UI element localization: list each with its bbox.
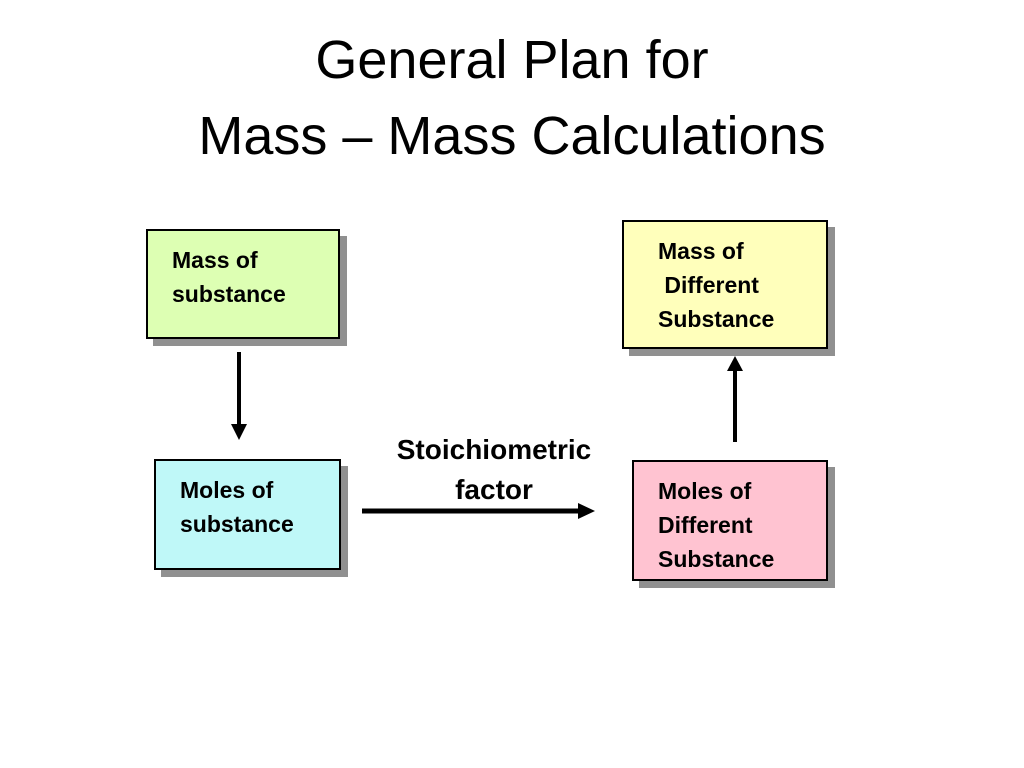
box-text-line: Different: [658, 512, 753, 538]
factor-label-line-2: factor: [455, 474, 533, 505]
arrow-moles-to-moles: [362, 503, 595, 519]
stoichiometric-factor-label: Stoichiometric factor: [364, 430, 624, 510]
moles-of-different-substance-box: Moles of Different Substance: [632, 460, 828, 581]
slide-title: General Plan for Mass – Mass Calculation…: [0, 22, 1024, 174]
box-text-line: Substance: [658, 306, 775, 332]
box-text-line: Mass of: [658, 238, 744, 264]
mass-of-different-substance-box: Mass of Different Substance: [622, 220, 828, 349]
box-text-line: Mass of: [172, 247, 258, 273]
box-text-line: Substance: [658, 546, 775, 572]
box-text-line: substance: [172, 281, 286, 307]
arrow-moles-to-mass: [727, 356, 743, 442]
title-line-2: Mass – Mass Calculations: [198, 106, 826, 166]
box-text-line: Moles of: [180, 477, 274, 503]
title-line-1: General Plan for: [315, 30, 709, 90]
mass-of-substance-box: Mass of substance: [146, 229, 340, 339]
box-text-line: Moles of: [658, 478, 752, 504]
arrow-mass-to-moles: [231, 352, 247, 440]
box-text-line: Different: [658, 272, 759, 298]
box-text-line: substance: [180, 511, 294, 537]
factor-label-line-1: Stoichiometric: [396, 434, 592, 465]
moles-of-substance-box: Moles of substance: [154, 459, 341, 570]
